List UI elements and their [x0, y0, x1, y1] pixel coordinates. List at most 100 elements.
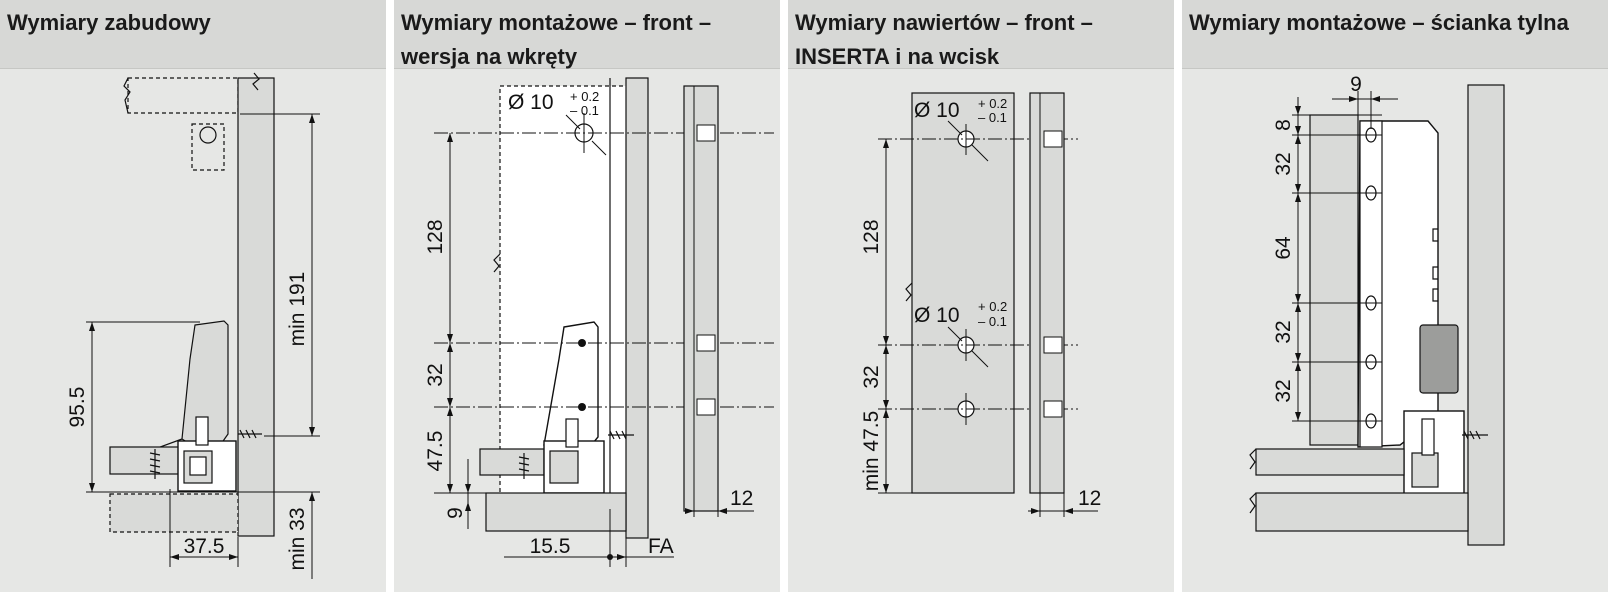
dim-label-9: 9 [444, 507, 467, 519]
drawing-area: Ø 10 + 0.2 – 0.1 Ø 10 + 0.2 – 0.1 128 32… [788, 69, 1174, 592]
break-mark [905, 282, 913, 302]
dim-label-32: 32 [1272, 379, 1295, 402]
screw [518, 453, 530, 479]
dim-label-47-5: 47.5 [424, 431, 447, 472]
drawing-area: Ø 10 + 0.2 – 0.1 128 32 47.5 [394, 69, 780, 592]
runner-part [1411, 452, 1439, 488]
panel-nawierty-front: Wymiary nawiertów – front – INSERTA i na… [788, 0, 1174, 592]
dim-label-128: 128 [860, 219, 883, 254]
cabinet-top-outline [127, 77, 239, 114]
runner-part [1421, 418, 1435, 456]
runner-part [183, 450, 213, 484]
front-panel [911, 92, 1015, 494]
tolerance-minus: – 0.1 [978, 314, 1007, 329]
dim-label-64: 64 [1272, 236, 1295, 260]
drawing-area: min 191 95.5 37.5 min 33 [0, 69, 386, 592]
side-panel [625, 77, 649, 539]
arrow [617, 554, 626, 560]
bracket-notch [1432, 228, 1438, 302]
dim-label-min33: min 33 [286, 507, 309, 570]
tolerance-minus: – 0.1 [978, 110, 1007, 125]
drawing-area: 8 32 64 32 32 9 [1182, 69, 1608, 592]
dim-label-37-5: 37.5 [184, 535, 225, 558]
dim-label-min47-5: min 47.5 [860, 411, 883, 492]
insert-hole [696, 398, 716, 416]
dim-label-9: 9 [1350, 73, 1362, 96]
arrow [1349, 96, 1380, 102]
panel-header: Wymiary montażowe – front – wersja na wk… [394, 0, 780, 69]
panel-montaz-scianka-tylna: Wymiary montażowe – ścianka tylna [1182, 0, 1608, 592]
shelf-bottom [109, 493, 239, 533]
drawer-bottom [1255, 448, 1405, 476]
bracket-dark-insert [1419, 324, 1459, 394]
cabinet-side-panel [237, 77, 275, 537]
hole-box [191, 123, 225, 171]
screw [238, 429, 262, 439]
runner-part [549, 450, 579, 484]
panel-header: Wymiary zabudowy [0, 0, 386, 69]
tolerance-minus: – 0.1 [570, 103, 599, 118]
tolerance-plus: + 0.2 [978, 299, 1007, 314]
installation-dimensions-drawing: min 191 95.5 37.5 min 33 [66, 72, 320, 579]
dim-label-fa: FA [648, 535, 674, 558]
arrow [1295, 106, 1301, 421]
screw [608, 430, 634, 440]
dim-label-min191: min 191 [286, 272, 309, 347]
panel-title: Wymiary nawiertów – front – INSERTA i na… [795, 10, 1093, 69]
panel-montaz-front-wkrety: Wymiary montażowe – front – wersja na wk… [394, 0, 780, 592]
dim-label-32: 32 [860, 365, 883, 388]
tolerance-plus: + 0.2 [570, 89, 599, 104]
panel-header: Wymiary nawiertów – front – INSERTA i na… [788, 0, 1174, 69]
leader-arrow [565, 114, 607, 156]
dim-label-12: 12 [730, 487, 753, 510]
front-screw-mounting-drawing: Ø 10 + 0.2 – 0.1 128 32 47.5 [424, 77, 774, 567]
runner-part [195, 416, 209, 446]
bracket-strip [1359, 120, 1383, 448]
fixing-point [578, 403, 586, 411]
back-wall [1309, 114, 1359, 446]
diameter-label-mid: Ø 10 [914, 304, 960, 327]
screw [1462, 430, 1488, 440]
arrow [883, 139, 889, 493]
front-drilling-drawing: Ø 10 + 0.2 – 0.1 Ø 10 + 0.2 – 0.1 128 32… [860, 92, 1101, 517]
reference-point [607, 554, 613, 560]
runner-part [565, 418, 579, 448]
arrow [1031, 508, 1073, 514]
fixing-point [578, 339, 586, 347]
insert-hole [1043, 130, 1063, 148]
break-mark [493, 253, 501, 273]
arrow [685, 508, 727, 514]
hole-circle [199, 126, 217, 144]
tolerance-plus: + 0.2 [978, 96, 1007, 111]
arrow [309, 492, 315, 501]
runner-part [189, 456, 207, 476]
dim-label-12: 12 [1078, 487, 1101, 510]
panel-title: Wymiary zabudowy [7, 10, 211, 35]
leader-arrow [947, 120, 989, 368]
diameter-label: Ø 10 [508, 91, 554, 114]
break-mark [123, 77, 131, 114]
insert-hole [1043, 336, 1063, 354]
dim-label-32: 32 [1272, 320, 1295, 343]
cabinet-side-panel [1467, 84, 1505, 546]
panel-title: Wymiary montażowe – ścianka tylna [1189, 10, 1569, 35]
diameter-label-top: Ø 10 [914, 99, 960, 122]
shelf-bottom [1255, 492, 1469, 532]
dim-label-32: 32 [1272, 152, 1295, 175]
drawer-bottom [479, 448, 545, 476]
screw [149, 449, 161, 479]
break-mark [252, 72, 260, 91]
shelf-bottom [485, 492, 627, 532]
dim-label-15-5: 15.5 [530, 535, 571, 558]
panel-wymiary-zabudowy: Wymiary zabudowy [0, 0, 386, 592]
front-section [1029, 92, 1065, 494]
front-section [683, 85, 719, 512]
insert-hole [696, 334, 716, 352]
dim-label-32: 32 [424, 363, 447, 386]
panel-header: Wymiary montażowe – ścianka tylna [1182, 0, 1608, 69]
back-panel-mounting-drawing: 8 32 64 32 32 9 [1249, 73, 1505, 546]
dim-label-128: 128 [424, 219, 447, 254]
insert-hole [696, 124, 716, 142]
dim-label-8: 8 [1272, 119, 1295, 131]
break-mark [1249, 448, 1257, 514]
